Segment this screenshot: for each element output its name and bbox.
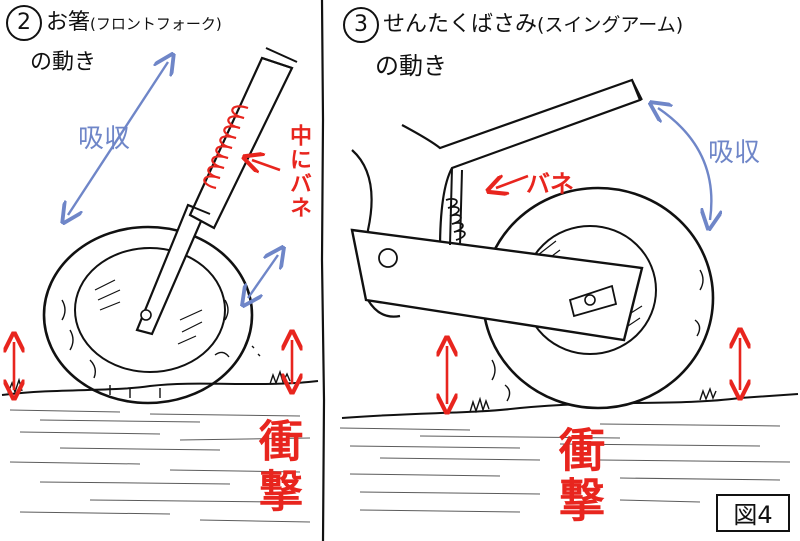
left-panel-number: 2 [6, 5, 42, 41]
rear-tire-tread [491, 269, 704, 402]
right-panel-caption: の動き [375, 52, 447, 80]
front-axle [140, 309, 152, 321]
absorb-arrow-right [658, 108, 711, 220]
left-ground-grass [7, 369, 291, 395]
left-panel-subtitle: (フロントフォーク) [90, 15, 222, 33]
right-panel-number: 3 [343, 7, 379, 43]
front-rim-hatching [94, 279, 203, 345]
right-spring-label: バネ [526, 170, 574, 198]
right-panel-title-text: せんたくばさみ [383, 12, 538, 37]
panel-divider [320, 0, 326, 541]
right-panel-subtitle: (スイングアーム) [537, 14, 684, 36]
frame-side [351, 149, 401, 318]
right-ground-grass [469, 386, 717, 414]
swing-arm [350, 228, 644, 342]
right-ground-line [341, 393, 799, 419]
swing-arm-drawing [339, 78, 799, 513]
right-ground-hatching [339, 423, 791, 513]
shock-spring [445, 198, 466, 241]
absorb-arrow-lower [248, 255, 278, 298]
left-ground-hatching [9, 409, 311, 523]
left-panel-caption: の動き [30, 50, 97, 75]
right-absorb-label: 吸収 [708, 138, 761, 168]
right-impact-label: 衝撃 [552, 426, 606, 526]
left-absorb-label: 吸収 [78, 124, 131, 154]
fork-spring [203, 105, 249, 190]
front-fork-drawing [1, 47, 319, 523]
left-spring-label: 中にバネ [286, 124, 311, 220]
swing-arm-pivot [378, 248, 398, 268]
figure-label: 図4 [716, 494, 790, 532]
frame-top [401, 78, 642, 251]
left-ground-line [1, 380, 319, 396]
spring-pointer-arrow [252, 160, 281, 170]
shock-pointer-arrow [496, 176, 529, 188]
absorb-arrow-upper [68, 62, 168, 215]
fork-inner-tube [188, 56, 294, 230]
front-rim [74, 247, 226, 373]
left-impact-label: 衝撃 [251, 418, 302, 518]
left-panel-title-text: お箸 [46, 10, 91, 35]
front-tire-tread [61, 299, 230, 398]
